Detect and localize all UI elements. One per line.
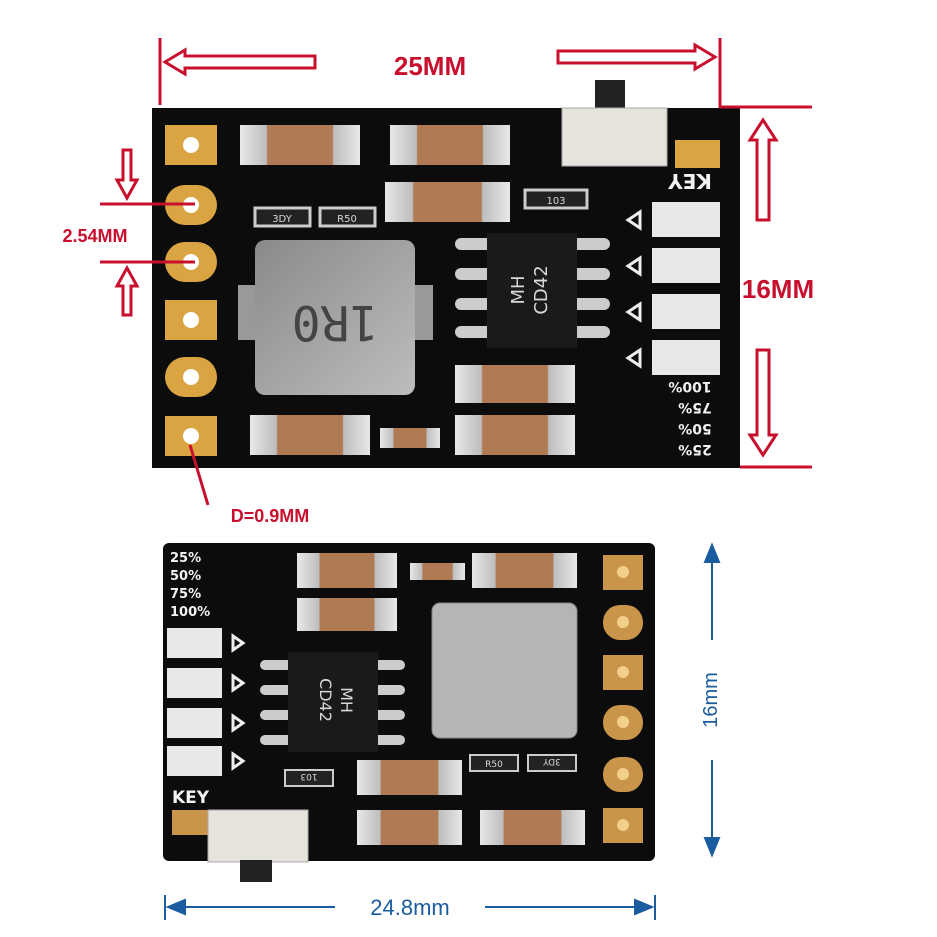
resistor-marking: 103 <box>300 771 317 781</box>
key-silkscreen: KEY <box>668 169 712 193</box>
slide-switch <box>207 809 309 863</box>
switch-lever <box>240 860 272 882</box>
capacitor <box>455 365 575 403</box>
resistor <box>253 206 312 228</box>
inductor-marking: 1R0 <box>292 294 379 350</box>
header-pads <box>603 555 643 843</box>
ic-chip <box>487 233 577 348</box>
capacitor <box>385 182 510 222</box>
ic-marking: CD42 <box>316 678 335 722</box>
inductor <box>255 240 415 395</box>
capacitor <box>410 563 465 580</box>
level-label: 25% <box>170 551 201 566</box>
width-dimension-label: 25MM <box>394 51 466 81</box>
resistor <box>284 769 334 787</box>
resistor-marking: R50 <box>485 760 503 770</box>
width-dimension-label: 24.8mm <box>370 895 449 920</box>
level-label: 100% <box>668 378 711 394</box>
capacitor <box>380 428 440 448</box>
height-dimension-label: 16MM <box>742 274 814 304</box>
red-dimension-annotations <box>100 38 812 506</box>
ic-marking: MH <box>508 275 529 304</box>
capacitor <box>297 598 397 631</box>
capacitor <box>390 125 510 165</box>
level-label: 75% <box>678 399 712 415</box>
led-indicators <box>167 628 246 776</box>
capacitor <box>357 760 462 795</box>
pad <box>172 810 212 835</box>
ic-chip <box>288 652 378 752</box>
capacitor <box>480 810 585 845</box>
resistor-marking: R50 <box>337 214 357 225</box>
capacitor <box>455 415 575 455</box>
key-silkscreen: KEY <box>172 788 210 808</box>
level-label: 50% <box>678 420 712 436</box>
resistor-marking: 3DY <box>543 756 561 766</box>
capacitor <box>250 415 370 455</box>
level-label: 75% <box>170 587 201 602</box>
resistor-marking: 103 <box>546 196 565 207</box>
blue-dimension-annotations <box>164 542 721 920</box>
led-indicators <box>625 202 720 375</box>
bottom-board-photo: MH CD42 103 R50 3DY 25% 50% 75% 100% KEY <box>163 543 655 882</box>
ic-pins <box>260 660 405 745</box>
level-label: 25% <box>678 441 712 457</box>
slide-switch <box>561 107 668 167</box>
level-label: 100% <box>170 605 210 620</box>
top-board-photo: 3DY R50 103 1R0 MH CD42 KEY <box>152 80 740 468</box>
pad <box>675 140 720 168</box>
switch-lever <box>595 80 625 110</box>
resistor <box>318 206 377 228</box>
capacitor <box>297 553 397 588</box>
hole-diameter-label: D=0.9MM <box>231 506 310 526</box>
height-dimension-label: 16mm <box>700 672 722 728</box>
resistor <box>469 754 519 772</box>
capacitor <box>472 553 577 588</box>
pitch-dimension-label: 2.54MM <box>62 226 127 246</box>
resistor <box>523 188 589 210</box>
resistor <box>527 754 577 772</box>
ic-pins <box>455 238 610 338</box>
level-label: 50% <box>170 569 201 584</box>
ic-marking: CD42 <box>531 265 552 314</box>
capacitor <box>240 125 360 165</box>
ic-marking: MH <box>337 687 356 713</box>
resistor-marking: 3DY <box>272 214 293 225</box>
capacitor <box>357 810 462 845</box>
inductor <box>431 602 578 739</box>
